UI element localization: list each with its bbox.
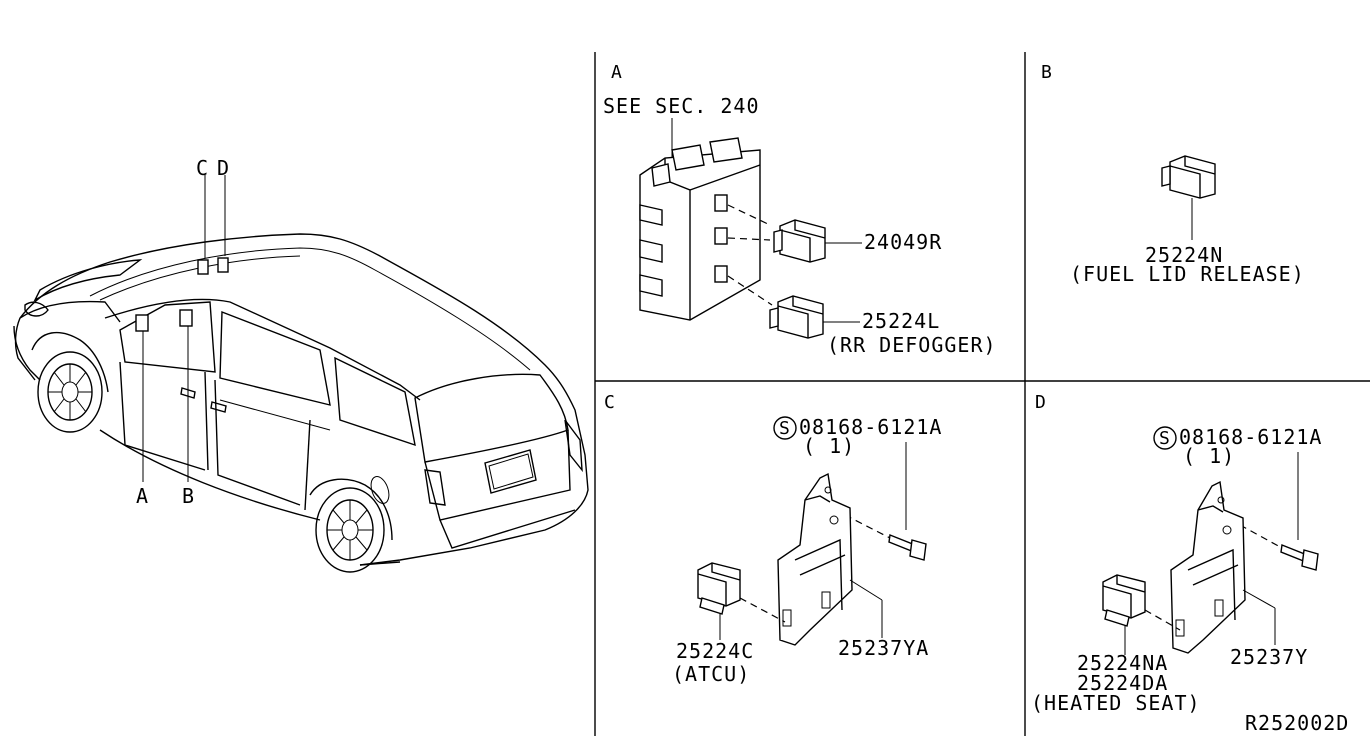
relay-d-path [1144,609,1181,631]
bolt-symbol-d: S [1153,426,1177,450]
bolt-c-path [844,514,891,539]
marker-a: A [136,484,149,508]
part-25224c: 25224C [676,639,754,663]
marker-b: B [182,484,195,508]
part-25224n: 25224N [1145,243,1223,267]
part-25224c-note: (ATCU) [672,662,750,686]
bracket-25237y [1170,480,1246,654]
relay-25224l [769,295,824,339]
bolt-d-path [1239,524,1283,549]
marker-d: D [217,156,230,180]
van-illustration [13,233,589,573]
bolt-d [1280,544,1319,571]
bolt-c [888,534,927,561]
relay-c-path [739,597,786,623]
part-25224na: 25224NA [1077,651,1168,675]
part-25224l: 25224L [862,309,940,333]
relay-a1-path [727,204,771,241]
bolt-qty-d: ( 1) [1183,444,1235,468]
bolt-symbol-c: S [773,416,797,440]
panel-c-letter: C [604,392,615,413]
bolt-part-d: 08168-6121A [1179,425,1322,449]
relay-a2-path [727,275,773,306]
part-25237ya: 25237YA [838,636,929,660]
part-25224na-note: (HEATED SEAT) [1031,691,1201,715]
svg-text:S: S [779,418,790,439]
part-25224n-note: (FUEL LID RELEASE) [1070,262,1305,286]
junction-block [639,137,761,321]
bolt-part-c: 08168-6121A [799,415,942,439]
panel-d-letter: D [1035,392,1046,413]
part-25224l-note: (RR DEFOGGER) [827,333,997,357]
bolt-qty-c: ( 1) [803,434,855,458]
relay-24049r [773,219,826,263]
relay-25224na [1102,574,1146,627]
svg-text:S: S [1159,428,1170,449]
panel-a-letter: A [611,62,622,83]
part-25237y: 25237Y [1230,645,1308,669]
relay-25224n [1161,155,1216,199]
see-sec-label: SEE SEC. 240 [603,94,760,118]
figure-code: R252002D [1245,711,1349,735]
van-component-callouts [135,175,229,482]
marker-c: C [196,156,209,180]
panel-dividers [594,52,1370,736]
bracket-25237ya [777,472,853,646]
part-24049r: 24049R [864,230,942,254]
panel-b-letter: B [1041,62,1052,83]
relay-25224c [697,562,741,615]
part-25224da: 25224DA [1077,671,1168,695]
